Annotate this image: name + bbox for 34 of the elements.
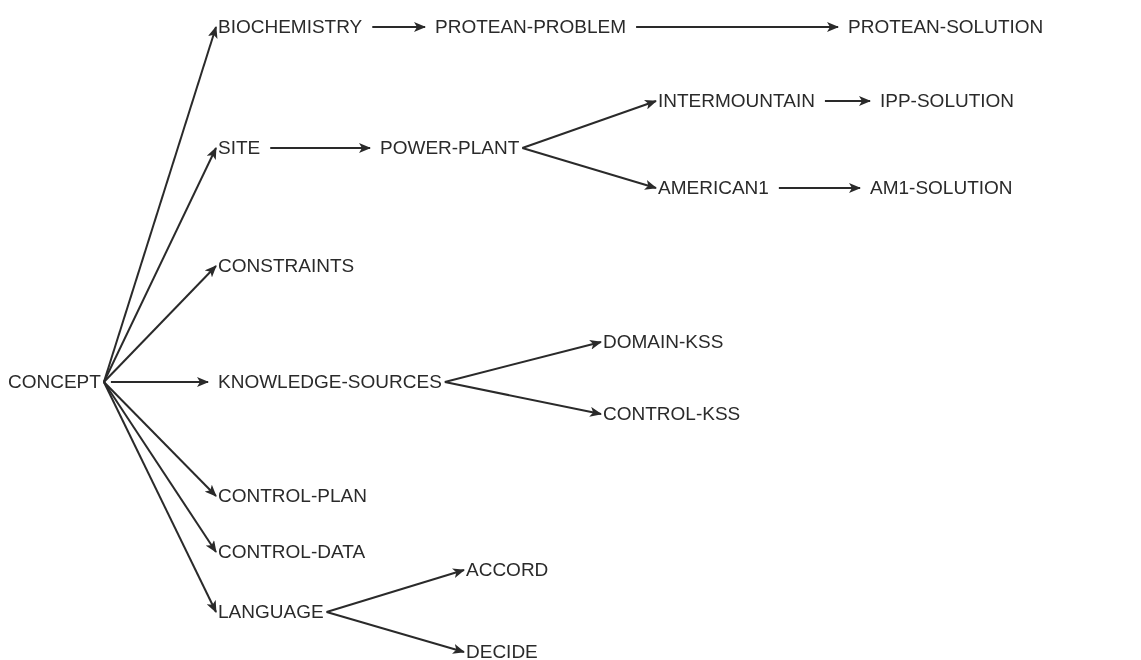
arrow bbox=[109, 377, 209, 387]
arrow bbox=[635, 22, 839, 32]
arrow bbox=[521, 147, 657, 190]
arrow bbox=[325, 611, 465, 654]
node-label: KNOWLEDGE-SOURCES bbox=[218, 371, 442, 393]
arrow bbox=[269, 143, 371, 153]
arrow bbox=[102, 381, 217, 613]
node-label: PROTEAN-SOLUTION bbox=[848, 16, 1044, 38]
node-label: ACCORD bbox=[466, 559, 549, 581]
node-label: AMERICAN1 bbox=[658, 177, 769, 199]
arrow bbox=[371, 22, 426, 32]
node-label: CONTROL-KSS bbox=[603, 403, 741, 425]
arrow bbox=[102, 147, 217, 383]
node-label: CONTROL-PLAN bbox=[218, 485, 367, 507]
node-label: AM1-SOLUTION bbox=[870, 177, 1013, 199]
node-label: PROTEAN-PROBLEM bbox=[435, 16, 627, 38]
node-label: CONSTRAINTS bbox=[218, 255, 355, 277]
node-label: CONCEPT bbox=[8, 371, 101, 393]
arrow bbox=[443, 381, 602, 417]
node-label: BIOCHEMISTRY bbox=[218, 16, 363, 38]
arrow bbox=[102, 265, 217, 383]
node-label: DOMAIN-KSS bbox=[603, 331, 724, 353]
node-label: CONTROL-DATA bbox=[218, 541, 366, 563]
arrow bbox=[521, 99, 657, 149]
arrow bbox=[325, 568, 465, 613]
node-label: SITE bbox=[218, 137, 261, 159]
node-label: POWER-PLANT bbox=[380, 137, 520, 159]
node-label: DECIDE bbox=[466, 641, 538, 660]
node-label: IPP-SOLUTION bbox=[880, 90, 1015, 112]
node-label: LANGUAGE bbox=[218, 601, 324, 623]
arrow bbox=[777, 183, 861, 193]
node-label: INTERMOUNTAIN bbox=[658, 90, 815, 112]
arrow bbox=[823, 96, 871, 106]
arrow bbox=[102, 381, 217, 497]
